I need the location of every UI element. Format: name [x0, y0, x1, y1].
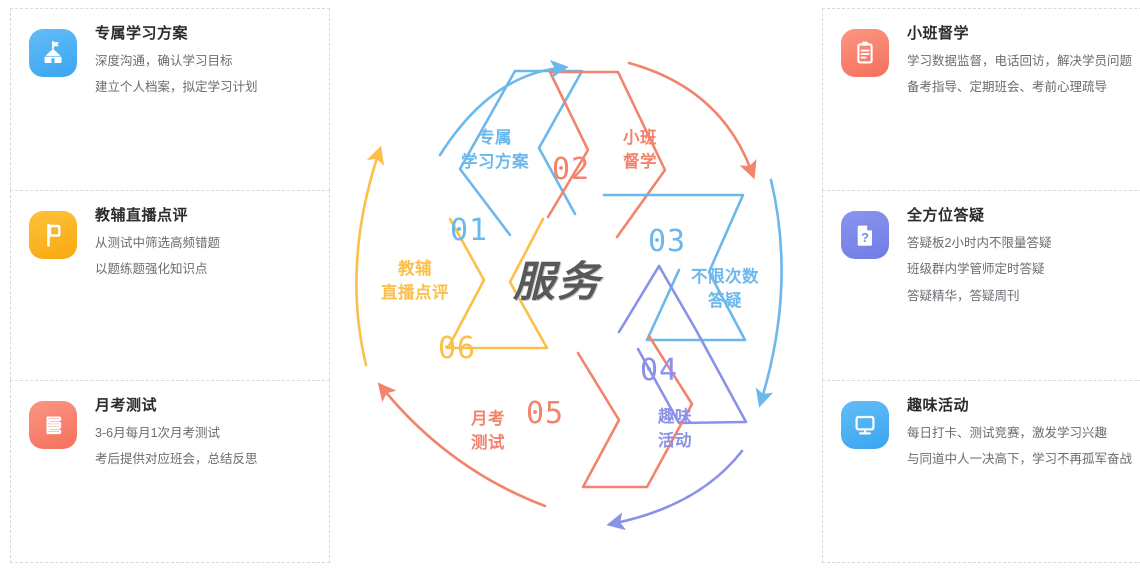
- wheel-number-05: 05: [526, 396, 565, 431]
- feature-line: 班级群内学管师定时答疑: [907, 262, 1045, 277]
- wheel-label-line: 小班: [623, 129, 657, 147]
- feature-text: 趣味活动 每日打卡、测试竞赛，激发学习兴趣 与同道中人一决高下，学习不再孤军奋战: [907, 395, 1133, 470]
- wheel-label-line: 月考: [471, 410, 505, 428]
- feature-line: 从测试中筛选高频错题: [95, 236, 221, 250]
- wheel-segment-05: [576, 334, 694, 489]
- wheel-label-line: 教辅: [398, 260, 432, 278]
- wheel-arrow-06-to-01: [355, 145, 385, 367]
- wheel-arrow-02-to-03: [627, 61, 757, 180]
- wheel-label-05: 月考 测试: [443, 408, 533, 456]
- feature-text: 小班督学 学习数据监督，电话回访，解决学员问题 备考指导、定期班会、考前心理疏导: [907, 23, 1133, 98]
- feature-card-quanfangwei-dayi[interactable]: ? 全方位答疑 答疑板2小时内不限量答疑 班级群内学管师定时答疑 答疑精华，答疑…: [822, 190, 1140, 380]
- feature-text: 专属学习方案 深度沟通，确认学习目标 建立个人档案，拟定学习计划: [95, 23, 321, 98]
- wheel-number-02: 02: [552, 152, 591, 187]
- wheel-label-line: 专属: [478, 129, 512, 147]
- wheel-arrow-05-to-06: [377, 382, 547, 508]
- wheel-label-06: 教辅 直播点评: [345, 258, 485, 306]
- wheel-center-word: 服务: [513, 258, 602, 305]
- feature-title: 全方位答疑: [907, 207, 985, 224]
- wheel-arrow-04-to-05: [606, 449, 744, 531]
- feature-line: 学习数据监督，电话回访，解决学员问题: [907, 54, 1133, 68]
- wheel-label-line: 直播点评: [381, 283, 449, 302]
- feature-card-xiaoban-duxue[interactable]: 小班督学 学习数据监督，电话回访，解决学员问题 备考指导、定期班会、考前心理疏导: [822, 8, 1140, 190]
- wheel-segment-06: [446, 217, 549, 350]
- feature-card-yuekao-ceshi[interactable]: 月考测试 3-6月每月1次月考测试 考后提供对应班会，总结反思: [10, 380, 330, 563]
- feature-card-jiaofu-zhibo-dianping[interactable]: 教辅直播点评 从测试中筛选高频错题 以题练题强化知识点: [10, 190, 330, 380]
- feature-card-quwei-huodong[interactable]: 趣味活动 每日打卡、测试竞赛，激发学习兴趣 与同道中人一决高下，学习不再孤军奋战: [822, 380, 1140, 563]
- feature-line: 建立个人档案，拟定学习计划: [95, 80, 258, 95]
- wheel-number-04: 04: [640, 353, 679, 388]
- feature-text: 全方位答疑 答疑板2小时内不限量答疑 班级群内学管师定时答疑 答疑精华，答疑周刊: [907, 205, 1133, 306]
- feature-title: 趣味活动: [907, 397, 970, 414]
- feature-line: 深度沟通，确认学习目标: [95, 54, 233, 68]
- wheel-segment-02: [546, 70, 667, 239]
- feature-title: 专属学习方案: [95, 25, 189, 42]
- left-feature-column: 专属学习方案 深度沟通，确认学习目标 建立个人档案，拟定学习计划 教辅直播点评 …: [10, 0, 330, 571]
- feature-line: 3-6月每月1次月考测试: [95, 426, 221, 440]
- feature-line: 答疑板2小时内不限量答疑: [907, 236, 1052, 250]
- wheel-arrow-03-to-04: [755, 178, 783, 408]
- wheel-number-01: 01: [450, 213, 489, 248]
- wheel-number-06: 06: [438, 331, 477, 366]
- feature-text: 教辅直播点评 从测试中筛选高频错题 以题练题强化知识点: [95, 205, 321, 280]
- wheel-label-03: 不限次数 答疑: [655, 266, 795, 314]
- wheel-segment-04: [617, 264, 748, 425]
- podium-flag-icon: [29, 29, 77, 77]
- wheel-label-line: 测试: [471, 433, 505, 452]
- wheel-label-02: 小班 督学: [595, 127, 685, 175]
- feature-line: 考后提供对应班会，总结反思: [95, 452, 258, 467]
- wheel-segment-03: [602, 193, 747, 342]
- feature-line: 每日打卡、测试竞赛，激发学习兴趣: [907, 426, 1108, 440]
- feature-line: 以题练题强化知识点: [95, 262, 208, 277]
- feature-title: 小班督学: [907, 25, 970, 42]
- wheel-number-03: 03: [648, 224, 687, 259]
- wheel-segment-01: [458, 69, 584, 237]
- feature-line: 答疑精华，答疑周刊: [907, 288, 1020, 303]
- wheel-label-line: 趣味: [658, 408, 692, 426]
- clipboard-icon: [841, 29, 889, 77]
- feature-title: 教辅直播点评: [95, 207, 189, 224]
- wheel-label-line: 活动: [658, 431, 692, 450]
- feature-line: 与同道中人一决高下，学习不再孤军奋战: [907, 452, 1133, 467]
- books-icon: [29, 401, 77, 449]
- feature-text: 月考测试 3-6月每月1次月考测试 考后提供对应班会，总结反思: [95, 395, 321, 470]
- wheel-label-line: 学习方案: [461, 152, 529, 171]
- right-feature-column: 小班督学 学习数据监督，电话回访，解决学员问题 备考指导、定期班会、考前心理疏导…: [822, 0, 1140, 571]
- wheel-label-04: 趣味 活动: [630, 406, 720, 454]
- wheel-label-line: 督学: [623, 152, 657, 171]
- flag-icon: [29, 211, 77, 259]
- wheel-label-line: 答疑: [708, 291, 742, 310]
- wheel-label-line: 不限次数: [691, 268, 759, 286]
- wheel-arrow-01-to-02: [438, 59, 569, 157]
- svg-text:?: ?: [861, 230, 869, 245]
- service-wheel-diagram: 01 02 03 04 05 06 专属 学习方案 小班 督学 不限次数 答疑 …: [330, 0, 830, 571]
- question-document-icon: ?: [841, 211, 889, 259]
- wheel-label-01: 专属 学习方案: [430, 127, 560, 175]
- feature-title: 月考测试: [95, 397, 158, 414]
- monitor-icon: [841, 401, 889, 449]
- feature-line: 备考指导、定期班会、考前心理疏导: [907, 80, 1108, 95]
- feature-card-zhuanshu-xuexi-fangan[interactable]: 专属学习方案 深度沟通，确认学习目标 建立个人档案，拟定学习计划: [10, 8, 330, 190]
